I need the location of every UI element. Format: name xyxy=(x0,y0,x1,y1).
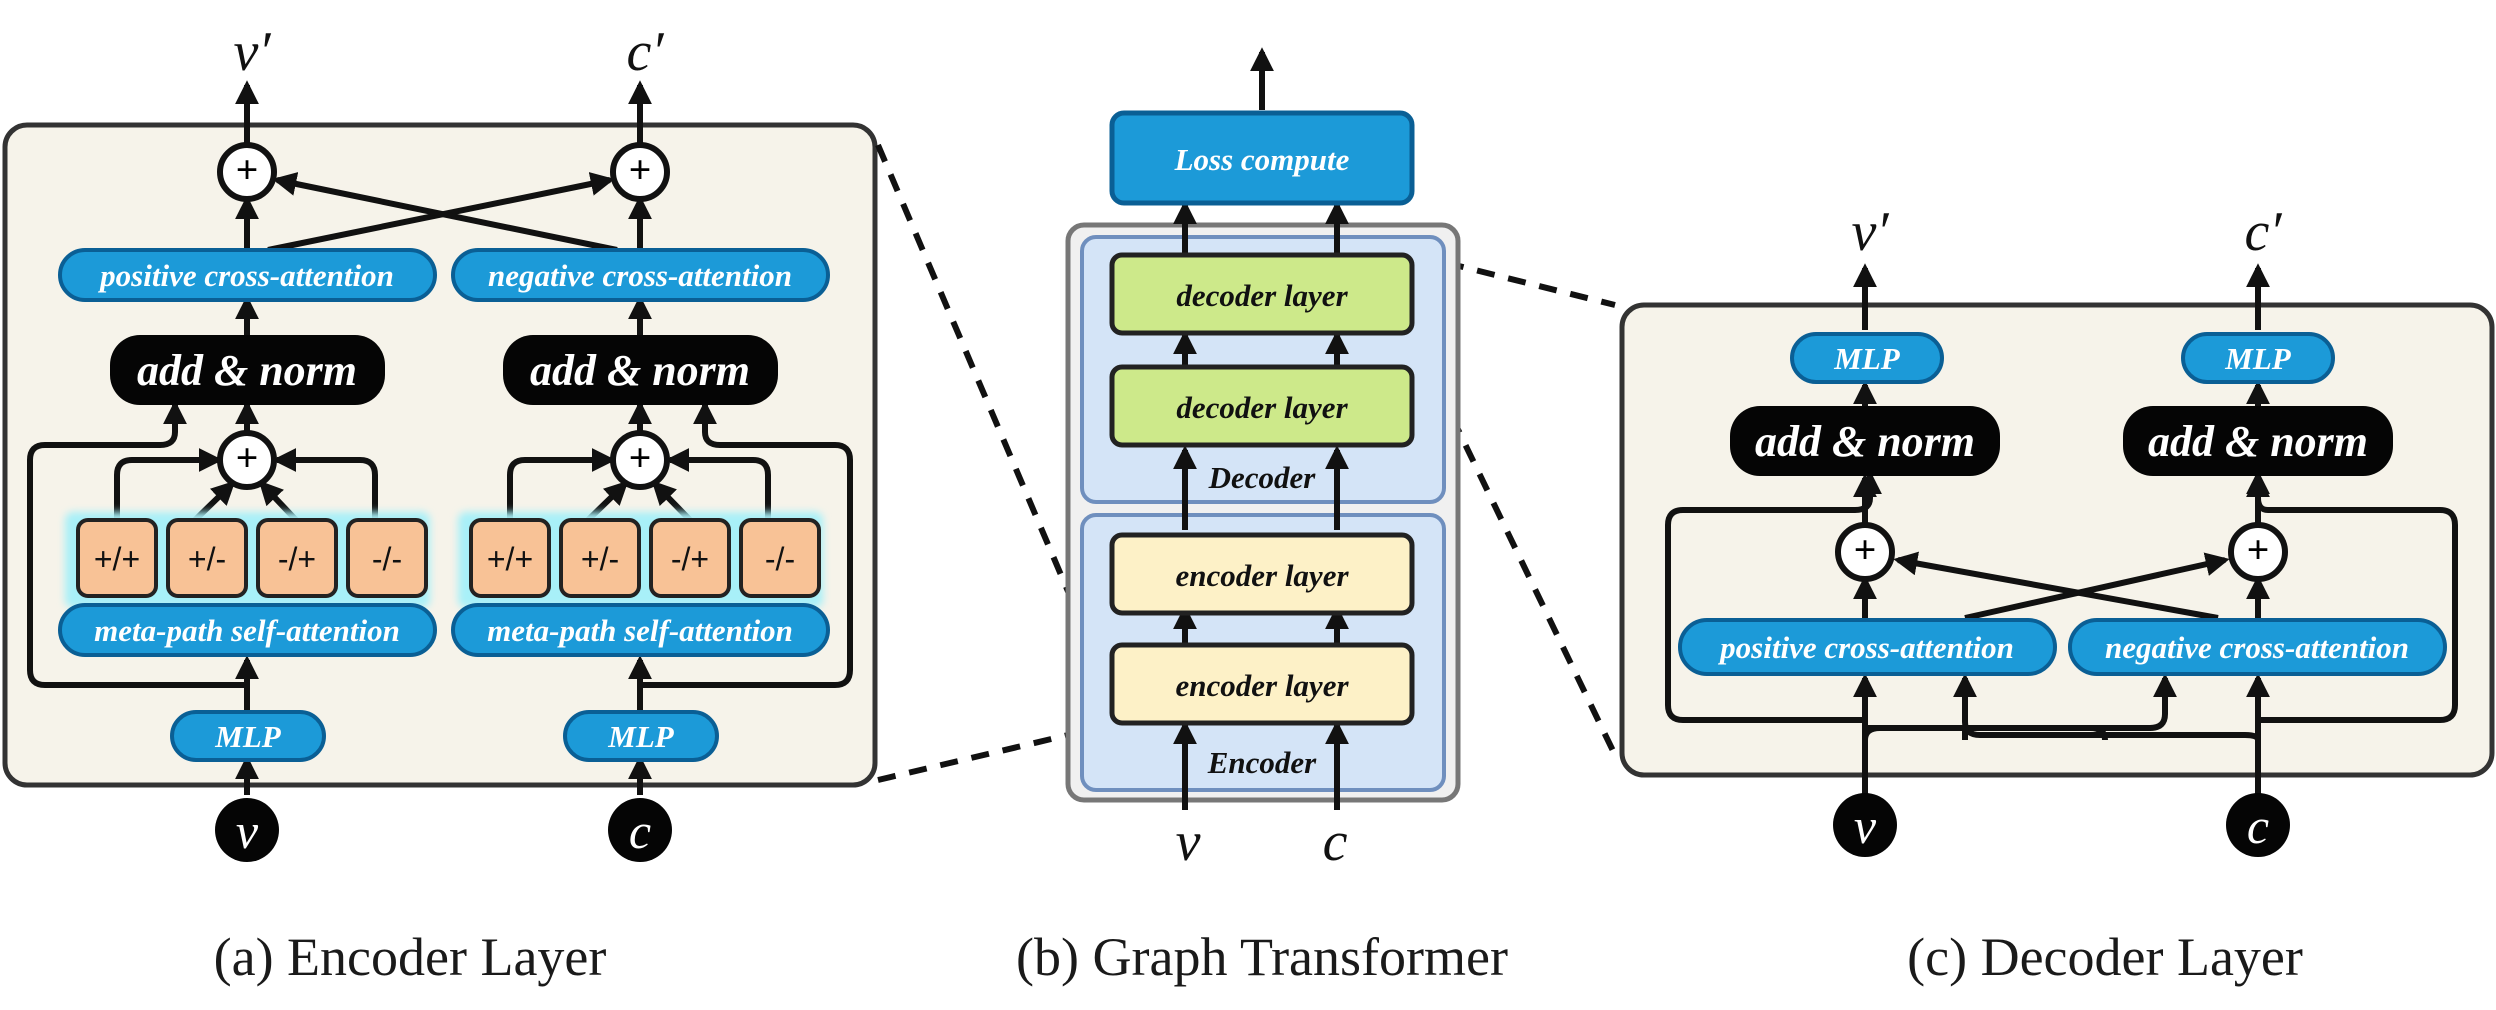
encoder-output-c: c′ xyxy=(626,21,664,83)
encoder-region-label: Encoder xyxy=(1207,745,1317,780)
decoder-add-norm-left: add & norm xyxy=(1730,406,2000,476)
encoder-mid-right-plus: + xyxy=(610,430,670,490)
caption-encoder-layer: (a) Encoder Layer xyxy=(214,927,607,987)
encoder-input-c: c xyxy=(608,798,672,862)
transformer-input-v: v xyxy=(1176,811,1201,873)
svg-text:-/-: -/- xyxy=(765,541,795,577)
encoder-mid-left-plus: + xyxy=(217,430,277,490)
decoder-region-label: Decoder xyxy=(1208,460,1317,495)
svg-text:c: c xyxy=(629,803,651,859)
encoder-right-head-nn: -/- xyxy=(739,518,821,598)
svg-text:+/+: +/+ xyxy=(94,541,140,577)
svg-text:+: + xyxy=(629,435,652,480)
encoder-output-v: v′ xyxy=(233,21,271,83)
svg-text:c: c xyxy=(2247,798,2269,854)
svg-text:negative cross-attention: negative cross-attention xyxy=(2105,630,2409,665)
svg-text:+: + xyxy=(2247,527,2270,572)
svg-text:MLP: MLP xyxy=(1833,341,1901,376)
encoder-input-v: v xyxy=(215,798,279,862)
encoder-layer-bottom: encoder layer xyxy=(1109,642,1415,726)
encoder-right-head-pn: +/- xyxy=(559,518,641,598)
svg-text:add & norm: add & norm xyxy=(530,346,750,395)
encoder-mlp-left: MLP xyxy=(170,710,326,762)
svg-text:add & norm: add & norm xyxy=(2148,417,2368,466)
decoder-panel-frame xyxy=(1619,302,2495,778)
decoder-output-v: v′ xyxy=(1851,201,1889,263)
svg-text:MLP: MLP xyxy=(214,719,282,754)
encoder-add-norm-left: add & norm xyxy=(110,335,385,405)
decoder-layer-bottom: decoder layer xyxy=(1109,364,1415,448)
decoder-connections xyxy=(1665,263,2458,795)
svg-text:MLP: MLP xyxy=(607,719,675,754)
svg-text:MLP: MLP xyxy=(2224,341,2292,376)
loss-compute-box: Loss compute xyxy=(1109,110,1415,206)
encoder-layer-top: encoder layer xyxy=(1109,532,1415,616)
decoder-left-plus: + xyxy=(1835,522,1895,582)
svg-text:-/+: -/+ xyxy=(671,541,709,577)
svg-text:+: + xyxy=(1854,527,1877,572)
decoder-layer-panel: MLP MLP add & norm add & norm + + positi… xyxy=(1619,201,2495,857)
svg-text:Loss compute: Loss compute xyxy=(1174,142,1350,177)
encoder-left-head-nn: -/- xyxy=(346,518,428,598)
encoder-positive-cross-attention: positive cross-attention xyxy=(58,248,437,302)
decoder-output-c: c′ xyxy=(2244,201,2282,263)
svg-text:meta-path self-attention: meta-path self-attention xyxy=(94,613,400,648)
decoder-mlp-left: MLP xyxy=(1790,332,1944,384)
svg-text:+/+: +/+ xyxy=(487,541,533,577)
encoder-right-head-np: -/+ xyxy=(649,518,731,598)
decoder-positive-cross-attention: positive cross-attention xyxy=(1678,618,2057,676)
svg-text:positive cross-attention: positive cross-attention xyxy=(97,258,394,293)
svg-text:positive cross-attention: positive cross-attention xyxy=(1717,630,2014,665)
decoder-layer-top: decoder layer xyxy=(1109,252,1415,336)
encoder-meta-path-left: meta-path self-attention xyxy=(58,603,437,657)
transformer-connections xyxy=(1173,47,1349,810)
svg-text:+/-: +/- xyxy=(188,541,226,577)
encoder-left-head-np: -/+ xyxy=(256,518,338,598)
encoder-negative-cross-attention: negative cross-attention xyxy=(451,248,830,302)
encoder-layer-panel: + + + + positive cross-attention negativ… xyxy=(2,21,878,862)
svg-text:add & norm: add & norm xyxy=(137,346,357,395)
graph-transformer-panel: Loss compute decoder layer decoder layer… xyxy=(875,47,1618,873)
decoder-input-v: v xyxy=(1833,793,1897,857)
encoder-mlp-right: MLP xyxy=(563,710,719,762)
svg-text:v: v xyxy=(236,803,259,859)
svg-text:encoder layer: encoder layer xyxy=(1175,668,1349,703)
caption-graph-transformer: (b) Graph Transformer xyxy=(1016,927,1508,987)
encoder-left-head-pp: +/+ xyxy=(76,518,158,598)
svg-text:negative cross-attention: negative cross-attention xyxy=(488,258,792,293)
svg-text:-/+: -/+ xyxy=(278,541,316,577)
svg-text:+: + xyxy=(236,435,259,480)
decoder-negative-cross-attention: negative cross-attention xyxy=(2068,618,2447,676)
encoder-top-right-plus: + xyxy=(610,142,670,202)
caption-decoder-layer: (c) Decoder Layer xyxy=(1907,927,2303,987)
svg-text:encoder layer: encoder layer xyxy=(1175,558,1349,593)
svg-text:+: + xyxy=(629,147,652,192)
svg-text:v: v xyxy=(1854,798,1877,854)
encoder-top-left-plus: + xyxy=(217,142,277,202)
encoder-meta-path-right: meta-path self-attention xyxy=(451,603,830,657)
svg-text:decoder layer: decoder layer xyxy=(1176,390,1348,425)
svg-text:add & norm: add & norm xyxy=(1755,417,1975,466)
svg-text:meta-path self-attention: meta-path self-attention xyxy=(487,613,793,648)
svg-text:+/-: +/- xyxy=(581,541,619,577)
transformer-input-c: c xyxy=(1323,811,1348,873)
encoder-left-head-pn: +/- xyxy=(166,518,248,598)
encoder-right-head-pp: +/+ xyxy=(469,518,551,598)
svg-text:decoder layer: decoder layer xyxy=(1176,278,1348,313)
decoder-input-c: c xyxy=(2226,793,2290,857)
decoder-add-norm-right: add & norm xyxy=(2123,406,2393,476)
decoder-right-plus: + xyxy=(2228,522,2288,582)
encoder-add-norm-right: add & norm xyxy=(503,335,778,405)
decoder-mlp-right: MLP xyxy=(2181,332,2335,384)
svg-text:-/-: -/- xyxy=(372,541,402,577)
svg-text:+: + xyxy=(236,147,259,192)
